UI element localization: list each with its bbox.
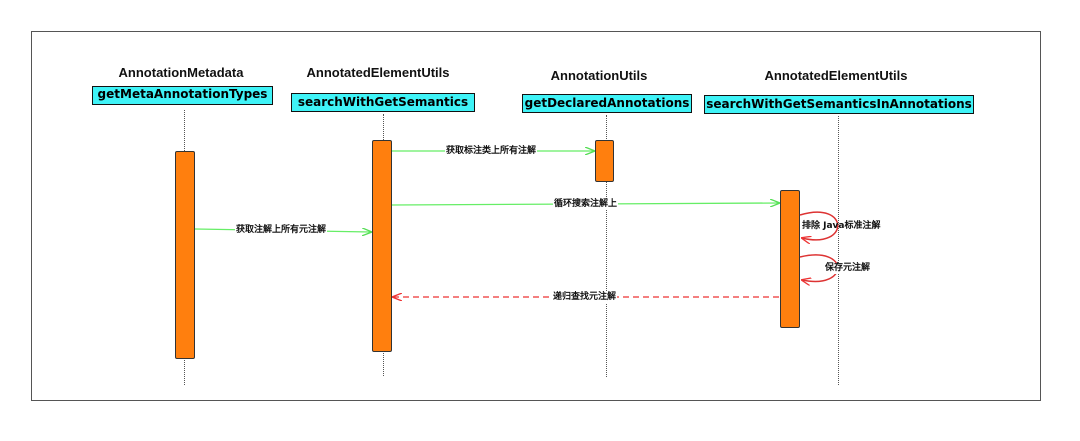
message-label-exclude-java-annotations: 排除 Java标准注解	[802, 221, 881, 231]
class-name-annotation-utils: AnnotationUtils	[550, 68, 648, 83]
class-name-annotation-metadata: AnnotationMetadata	[118, 65, 244, 80]
activation-annotated-element-utils-1	[372, 140, 392, 352]
method-box-get-declared-annotations: getDeclaredAnnotations	[522, 94, 692, 113]
lifeline-annotated-element-utils-2	[838, 116, 839, 385]
lifeline-annotation-utils	[606, 115, 607, 377]
activation-annotated-element-utils-2	[780, 190, 800, 328]
method-box-search-with-get-semantics-in-annotations: searchWithGetSemanticsInAnnotations	[704, 95, 974, 114]
message-label-recursive-find: 递归查找元注解	[552, 292, 618, 303]
message-label-get-class-annotations: 获取标注类上所有注解	[445, 146, 538, 157]
arrow-self-exclude-java	[799, 211, 839, 240]
activation-annotation-metadata	[175, 151, 195, 359]
method-box-search-with-get-semantics: searchWithGetSemantics	[291, 93, 475, 112]
message-label-loop-search: 循环搜索注解上	[553, 199, 619, 210]
method-box-get-meta-annotation-types: getMetaAnnotationTypes	[92, 86, 273, 105]
message-label-get-all-meta-annotations: 获取注解上所有元注解	[235, 225, 328, 236]
activation-annotation-utils	[595, 140, 614, 182]
class-name-annotated-element-utils-1: AnnotatedElementUtils	[306, 65, 450, 80]
class-name-annotated-element-utils-2: AnnotatedElementUtils	[764, 68, 908, 83]
message-label-save-meta-annotations: 保存元注解	[824, 263, 872, 274]
